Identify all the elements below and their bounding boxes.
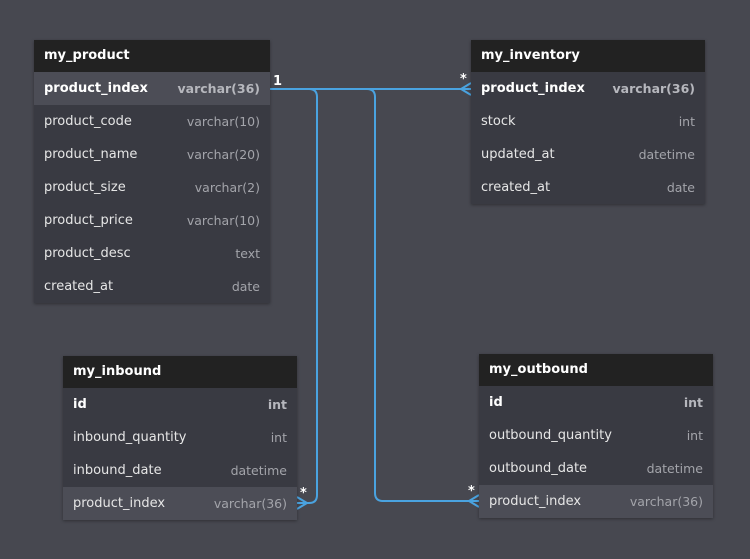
column-name: product_index xyxy=(73,496,166,511)
column-name: product_index xyxy=(44,81,148,96)
column-name: id xyxy=(73,397,87,412)
column-name: updated_at xyxy=(481,147,555,162)
table-row[interactable]: updated_at datetime xyxy=(471,138,705,171)
column-type: varchar(36) xyxy=(213,496,287,511)
column-type: datetime xyxy=(638,147,695,162)
table-row[interactable]: product_price varchar(10) xyxy=(34,204,270,237)
cardinality-many-outbound-label: * xyxy=(468,484,475,499)
column-type: int xyxy=(267,397,287,412)
link-product-outbound[interactable] xyxy=(270,88,479,502)
table-title[interactable]: my_inventory xyxy=(471,40,705,72)
column-name: id xyxy=(489,395,503,410)
table-row[interactable]: product_index varchar(36) xyxy=(63,487,297,520)
column-name: product_desc xyxy=(44,246,131,261)
column-type: datetime xyxy=(646,461,703,476)
column-type: date xyxy=(231,279,260,294)
table-title[interactable]: my_product xyxy=(34,40,270,72)
column-type: varchar(10) xyxy=(186,114,260,129)
table-row[interactable]: product_size varchar(2) xyxy=(34,171,270,204)
column-name: inbound_date xyxy=(73,463,162,478)
table-row[interactable]: inbound_quantity int xyxy=(63,421,297,454)
cardinality-many-inbound-label: * xyxy=(300,486,307,501)
column-type: int xyxy=(686,428,703,443)
many-marker-inventory xyxy=(460,82,472,96)
column-name: stock xyxy=(481,114,516,129)
table-row[interactable]: id int xyxy=(479,386,713,419)
column-name: created_at xyxy=(481,180,551,195)
cardinality-one-label: 1 xyxy=(273,74,283,89)
table-row[interactable]: product_index varchar(36) xyxy=(471,72,705,105)
column-type: int xyxy=(270,430,287,445)
column-type: int xyxy=(678,114,695,129)
column-name: inbound_quantity xyxy=(73,430,187,445)
column-type: varchar(20) xyxy=(186,147,260,162)
column-type: text xyxy=(235,246,260,261)
many-marker-outbound xyxy=(468,494,480,508)
column-name: product_code xyxy=(44,114,132,129)
table-row[interactable]: product_desc text xyxy=(34,237,270,270)
table-my-product[interactable]: my_product product_index varchar(36) pro… xyxy=(34,40,270,303)
table-title[interactable]: my_inbound xyxy=(63,356,297,388)
many-marker-inbound xyxy=(296,496,308,510)
column-type: varchar(2) xyxy=(194,180,260,195)
table-row[interactable]: created_at date xyxy=(471,171,705,204)
column-type: datetime xyxy=(230,463,287,478)
column-name: product_name xyxy=(44,147,138,162)
column-name: outbound_quantity xyxy=(489,428,612,443)
column-name: product_size xyxy=(44,180,126,195)
column-type: varchar(36) xyxy=(629,494,703,509)
column-type: int xyxy=(683,395,703,410)
table-my-outbound[interactable]: my_outbound id int outbound_quantity int… xyxy=(479,354,713,518)
table-my-inventory[interactable]: my_inventory product_index varchar(36) s… xyxy=(471,40,705,204)
table-row[interactable]: product_index varchar(36) xyxy=(34,72,270,105)
column-name: product_price xyxy=(44,213,133,228)
table-row[interactable]: outbound_quantity int xyxy=(479,419,713,452)
table-row[interactable]: product_index varchar(36) xyxy=(479,485,713,518)
table-row[interactable]: created_at date xyxy=(34,270,270,303)
table-row[interactable]: outbound_date datetime xyxy=(479,452,713,485)
column-name: outbound_date xyxy=(489,461,588,476)
table-row[interactable]: stock int xyxy=(471,105,705,138)
column-name: created_at xyxy=(44,279,114,294)
table-my-inbound[interactable]: my_inbound id int inbound_quantity int i… xyxy=(63,356,297,520)
table-row[interactable]: product_name varchar(20) xyxy=(34,138,270,171)
column-type: varchar(36) xyxy=(177,81,260,96)
table-row[interactable]: inbound_date datetime xyxy=(63,454,297,487)
column-type: varchar(36) xyxy=(612,81,695,96)
column-name: product_index xyxy=(489,494,582,509)
column-type: date xyxy=(666,180,695,195)
cardinality-many-inventory-label: * xyxy=(460,72,467,87)
table-row[interactable]: product_code varchar(10) xyxy=(34,105,270,138)
table-title[interactable]: my_outbound xyxy=(479,354,713,386)
column-name: product_index xyxy=(481,81,585,96)
table-row[interactable]: id int xyxy=(63,388,297,421)
column-type: varchar(10) xyxy=(186,213,260,228)
